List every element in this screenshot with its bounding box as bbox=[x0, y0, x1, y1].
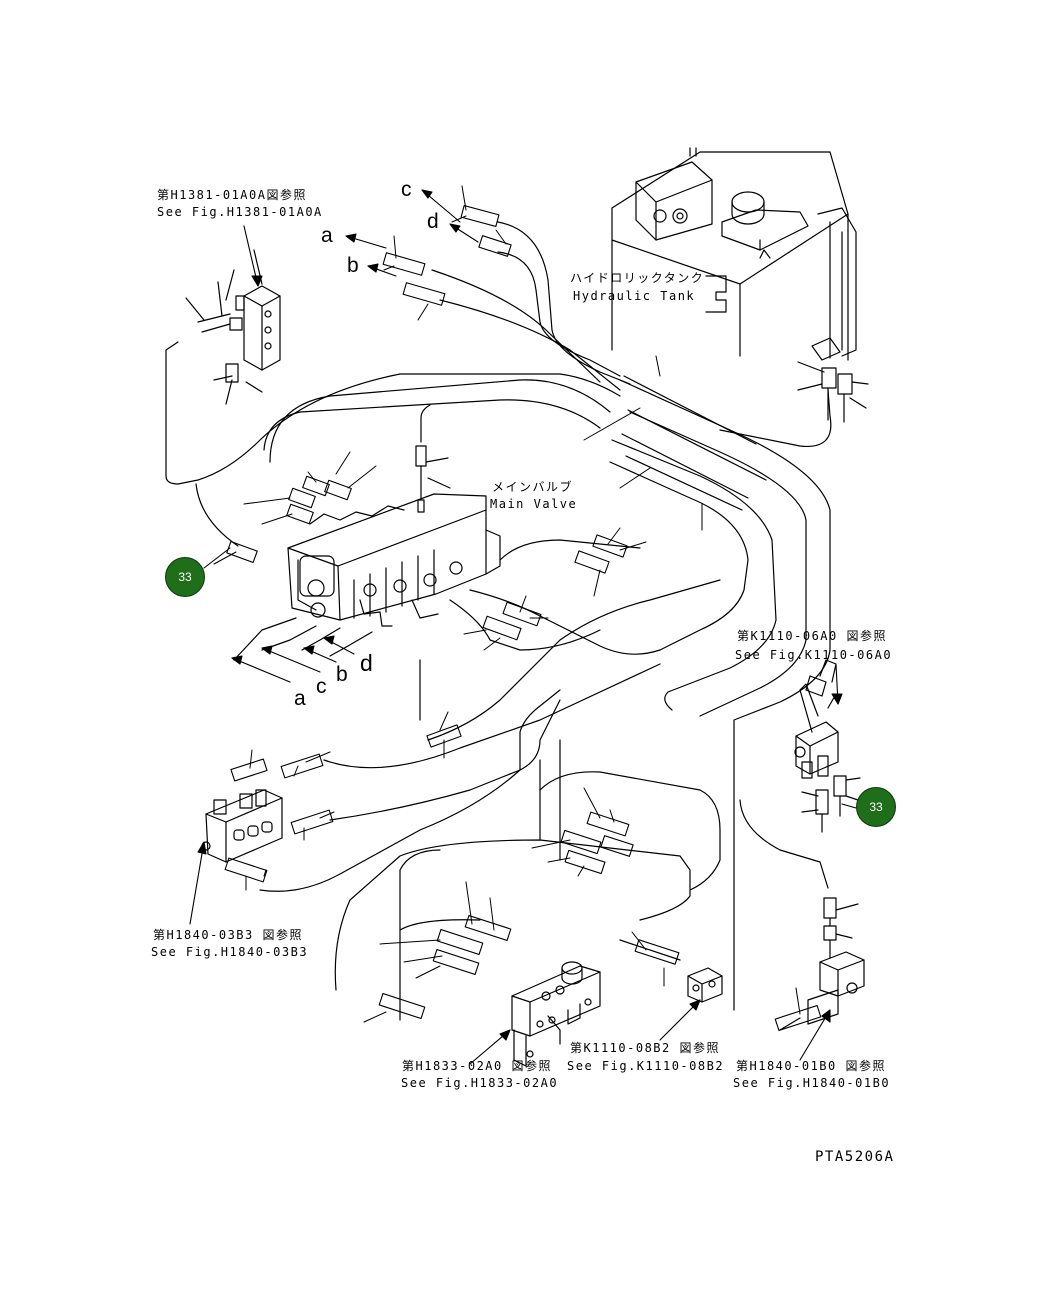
ref-k1110-06-en[interactable]: See Fig.K1110-06A0 bbox=[735, 648, 893, 662]
connection-letter-d-top: d bbox=[427, 210, 439, 233]
ref-h1833-en[interactable]: See Fig.H1833-02A0 bbox=[401, 1076, 559, 1090]
callout-33-left[interactable]: 33 bbox=[165, 557, 205, 597]
ref-k1110-06-jp[interactable]: 第K1110-06A0 図参照 bbox=[737, 629, 887, 643]
ref-h1840-01-jp[interactable]: 第H1840-01B0 図参照 bbox=[736, 1059, 886, 1073]
manifold-block-top-left bbox=[185, 249, 281, 405]
connection-arrows bbox=[231, 189, 479, 683]
manifold-block-lower-left bbox=[201, 789, 283, 863]
ref-h1381-en[interactable]: See Fig.H1381-01A0A bbox=[157, 205, 323, 219]
ref-h1833-jp[interactable]: 第H1833-02A0 図参照 bbox=[402, 1059, 552, 1073]
hose-routes bbox=[165, 221, 832, 1031]
ref-h1840-03-en[interactable]: See Fig.H1840-03B3 bbox=[151, 945, 309, 959]
control-lever-assembly bbox=[794, 659, 861, 833]
solenoid-valve-small bbox=[687, 967, 723, 1003]
main-valve-label-jp: メインバルブ bbox=[492, 480, 574, 494]
tank-label-en: Hydraulic Tank bbox=[573, 289, 696, 303]
connection-letter-b-bottom: b bbox=[336, 663, 348, 686]
connection-letter-c-bottom: c bbox=[316, 675, 327, 698]
bracket-block-right-bottom bbox=[807, 897, 865, 1025]
ref-k1110-08-jp[interactable]: 第K1110-08B2 図参照 bbox=[570, 1041, 720, 1055]
tank-label-jp: ハイドロリックタンク bbox=[570, 271, 705, 285]
connection-letter-c-top: c bbox=[401, 178, 412, 201]
ref-h1381-jp[interactable]: 第H1381-01A0A図参照 bbox=[157, 188, 307, 202]
connection-letter-b-top: b bbox=[347, 254, 359, 277]
hose-fittings bbox=[224, 204, 822, 1032]
connection-letter-d-bottom: d bbox=[360, 650, 373, 676]
ref-k1110-08-en[interactable]: See Fig.K1110-08B2 bbox=[567, 1059, 725, 1073]
main-valve-drawing bbox=[287, 404, 501, 627]
main-valve-label-en: Main Valve bbox=[490, 497, 578, 511]
reference-arrows bbox=[189, 225, 857, 1065]
connection-letter-a-top: a bbox=[321, 224, 333, 247]
connection-letter-a-bottom: a bbox=[294, 687, 306, 710]
valve-block-bottom-center bbox=[511, 961, 601, 1067]
ref-h1840-01-en[interactable]: See Fig.H1840-01B0 bbox=[733, 1076, 891, 1090]
leader-lines bbox=[213, 185, 801, 1023]
callout-33-right[interactable]: 33 bbox=[856, 787, 896, 827]
figure-id: PTA5206A bbox=[815, 1149, 895, 1165]
hydraulic-tank-drawing bbox=[611, 147, 869, 423]
ref-h1840-03-jp[interactable]: 第H1840-03B3 図参照 bbox=[153, 928, 303, 942]
